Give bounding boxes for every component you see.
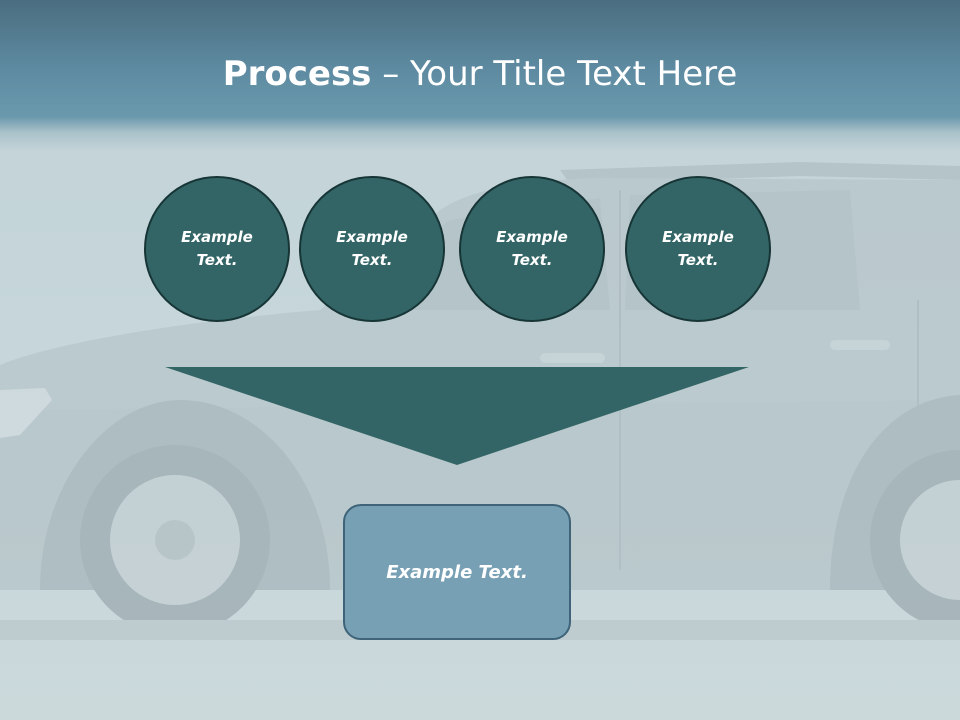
process-step-circle-2[interactable]: Example Text.	[299, 176, 445, 322]
process-result-box[interactable]: Example Text.	[343, 504, 571, 640]
step-2-text: Example Text.	[336, 228, 408, 269]
step-3-text: Example Text.	[496, 228, 568, 269]
header-band	[0, 0, 960, 150]
funnel-arrow-shape	[165, 367, 749, 465]
title-rest-part: – Your Title Text Here	[371, 54, 738, 94]
process-step-circle-4[interactable]: Example Text.	[625, 176, 771, 322]
step-4-text: Example Text.	[662, 228, 734, 269]
step-1-text: Example Text.	[181, 228, 253, 269]
title-bold-part: Process	[222, 54, 372, 94]
process-step-circle-3[interactable]: Example Text.	[459, 176, 605, 322]
result-text: Example Text.	[386, 561, 528, 583]
page-title: Process – Your Title Text Here	[0, 52, 960, 96]
process-step-circle-1[interactable]: Example Text.	[144, 176, 290, 322]
